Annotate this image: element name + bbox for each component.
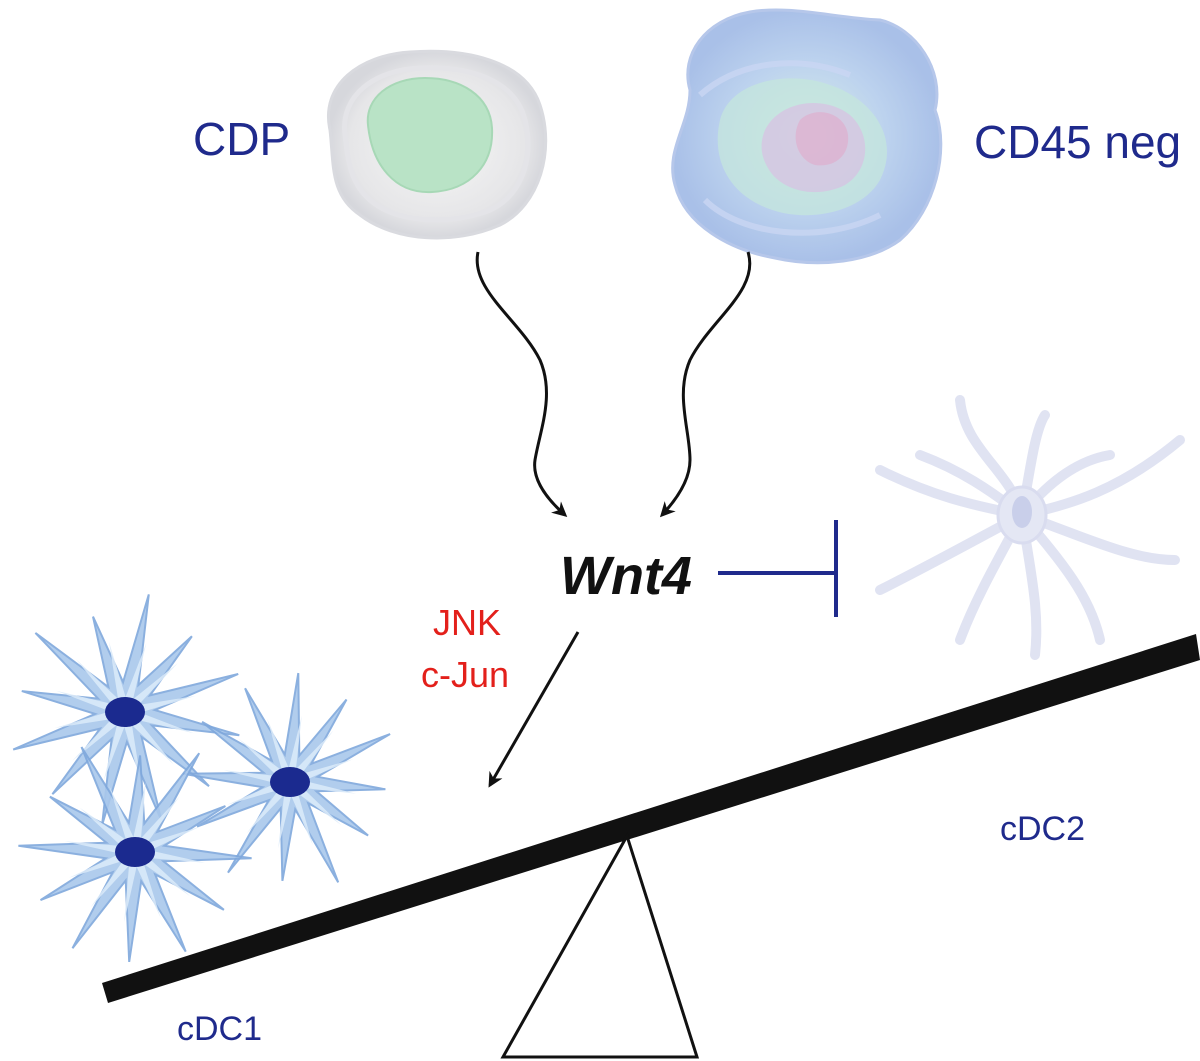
- cd45neg-label: CD45 neg: [974, 116, 1181, 168]
- cdc1-cell-nucleus: [270, 767, 310, 797]
- cdp-progenitor-cell-icon: [327, 49, 548, 240]
- cdc1-label: cDC1: [177, 1010, 262, 1048]
- wnt4-to-cdc1-arrow: [488, 631, 580, 788]
- cdp-label: CDP: [193, 113, 290, 165]
- cdc1-dendritic-cell-cluster-icon: [12, 594, 391, 963]
- cdp-to-wnt4-arrow: [475, 251, 568, 517]
- cd45neg-to-wnt4-arrow: [659, 251, 752, 518]
- seesaw-fulcrum: [500, 832, 700, 1059]
- cd45-negative-stromal-cell-icon: [671, 8, 943, 265]
- wnt4-label: Wnt4: [560, 546, 692, 606]
- wnt4-inhibits-cdc2-icon: [718, 520, 838, 617]
- cjun-label: c-Jun: [421, 654, 509, 695]
- jnk-label: JNK: [433, 602, 501, 643]
- cdc2-dendritic-cell-icon: [875, 395, 1185, 660]
- seesaw-beam: [102, 634, 1200, 1003]
- cdc2-label: cDC2: [1000, 810, 1085, 848]
- cdc1-cell-nucleus: [115, 837, 155, 867]
- cdc1-cell-nucleus: [105, 697, 145, 727]
